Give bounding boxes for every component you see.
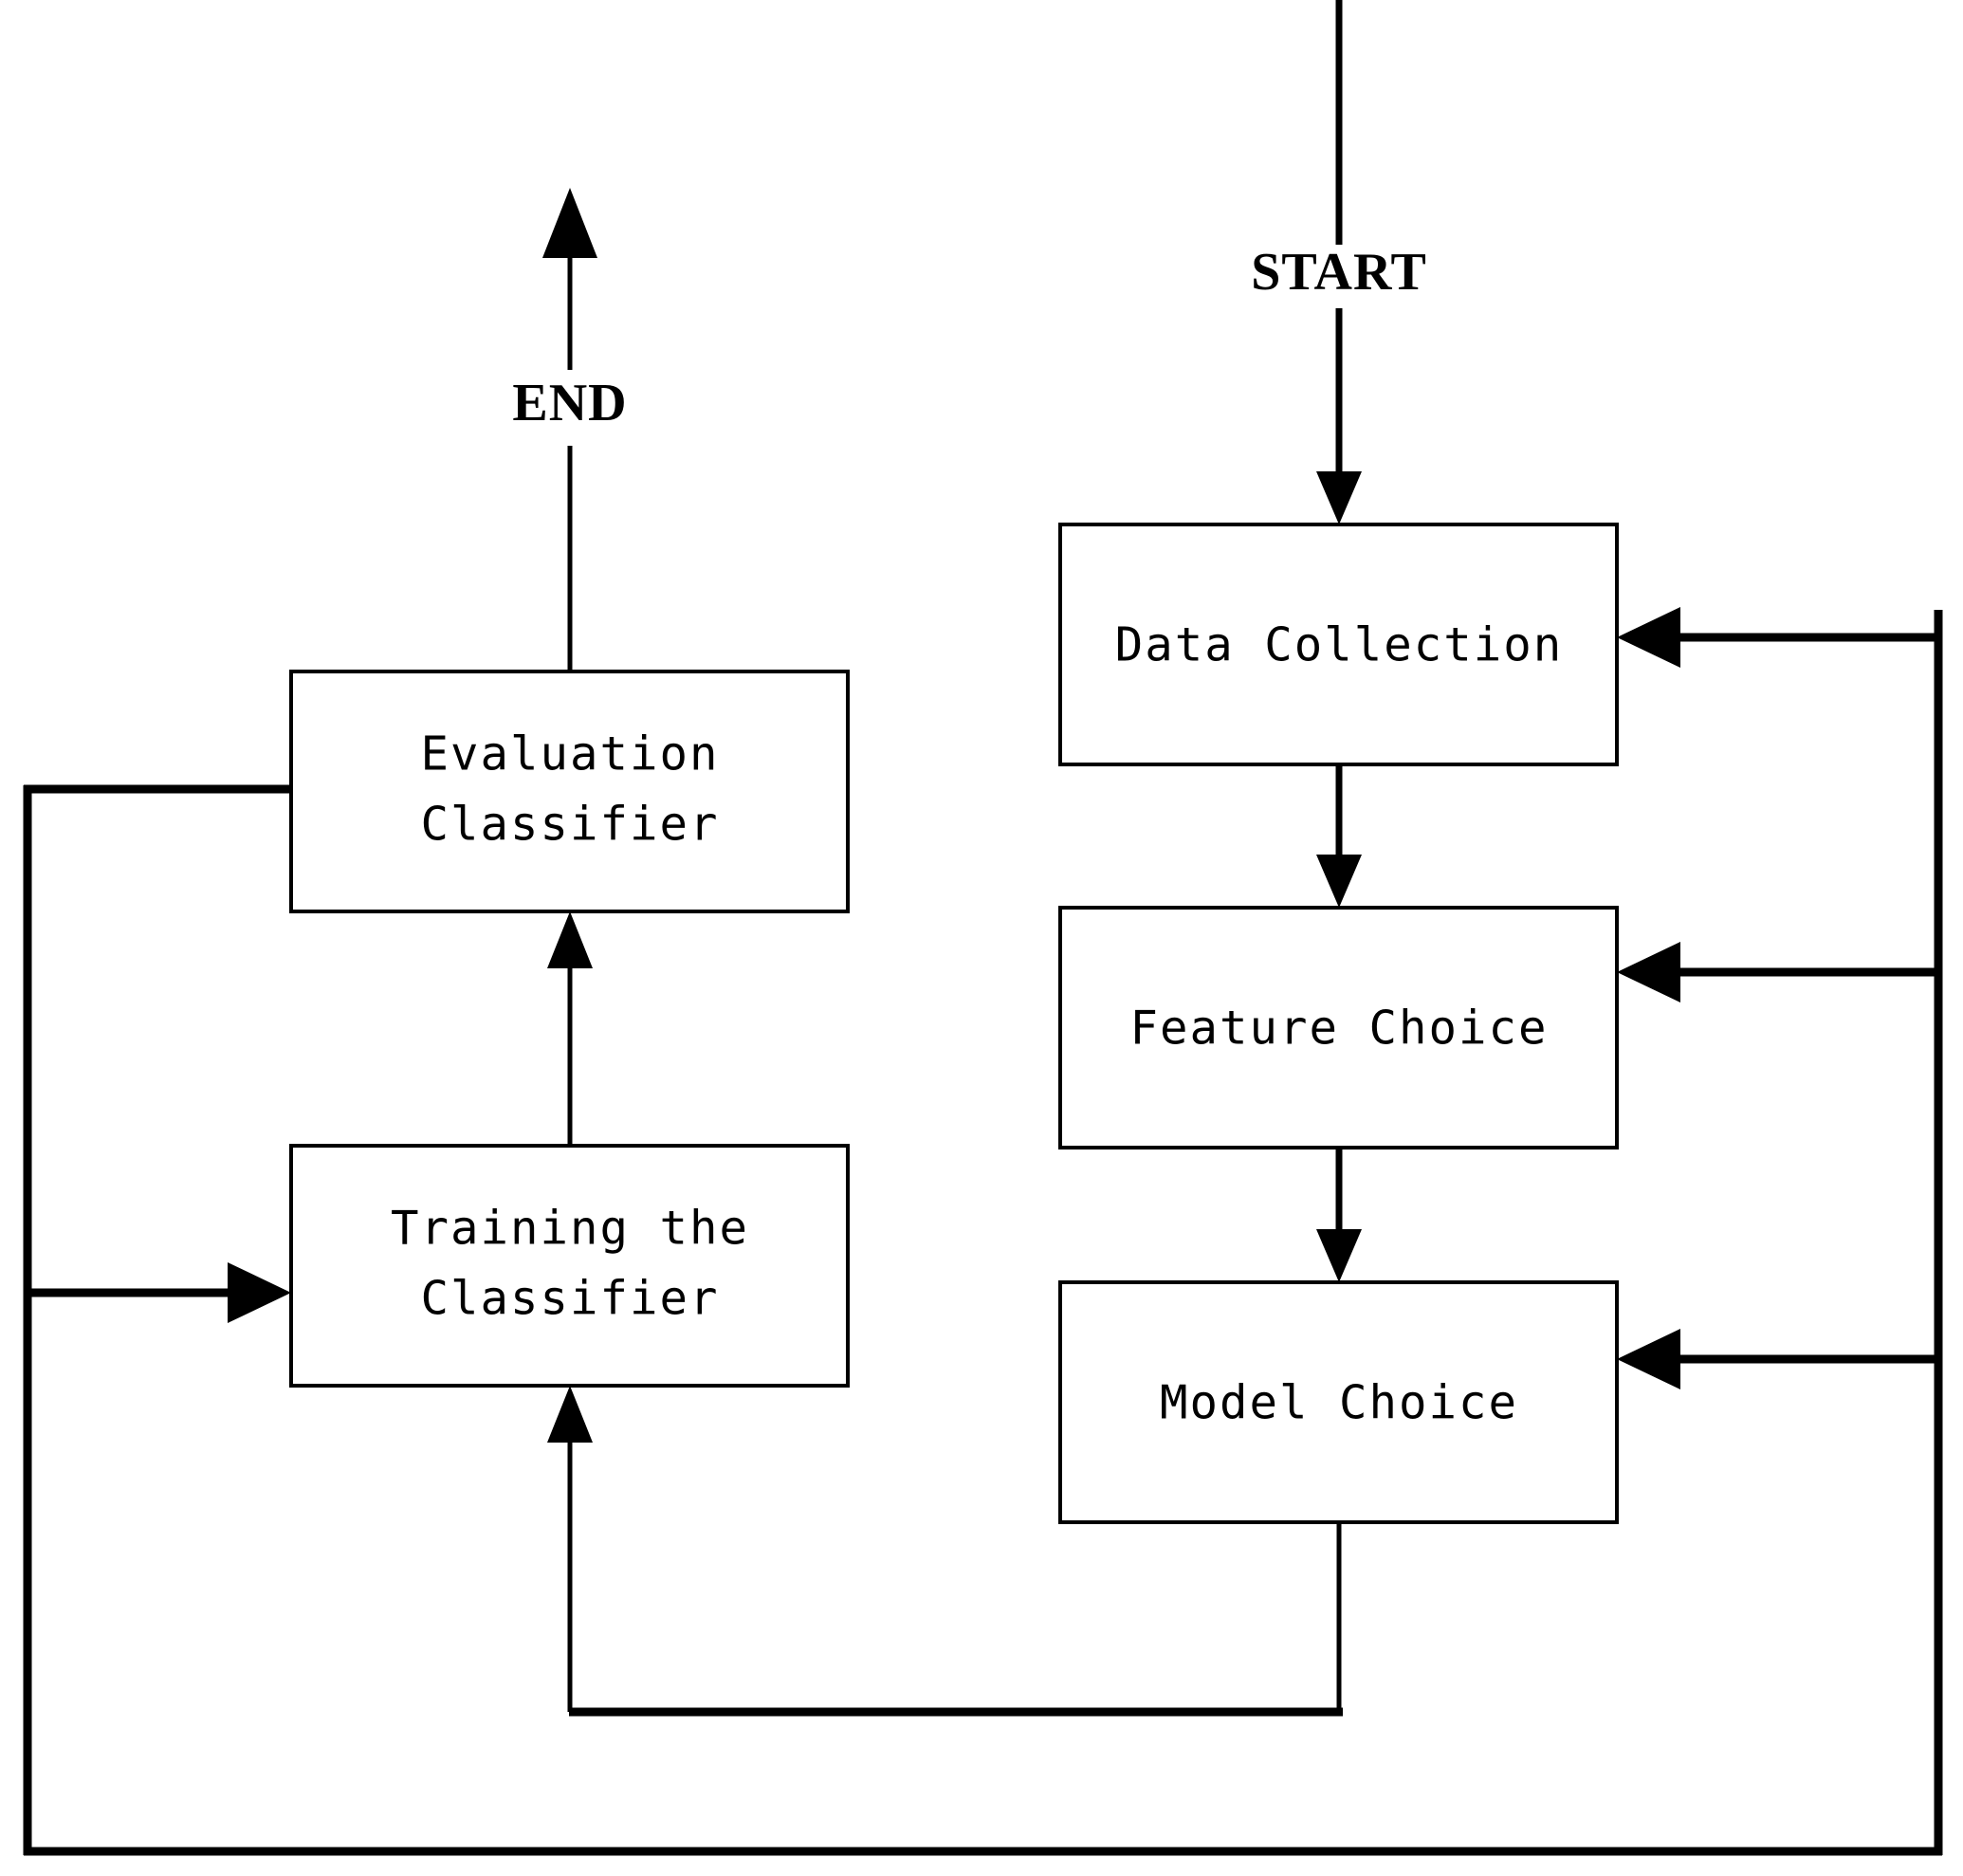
- training-the-classifier-box[interactable]: [289, 1144, 850, 1388]
- model-choice-label: Model Choice: [1160, 1376, 1518, 1430]
- model-choice-box[interactable]: [1058, 1280, 1619, 1524]
- edge-feature-choice-to-model-choice: [1316, 1148, 1362, 1282]
- data-collection-label: Data Collection: [1115, 618, 1564, 672]
- feature-choice-label: Feature Choice: [1129, 1002, 1548, 1056]
- edge-model-choice-to-training-classifier: [547, 1386, 1343, 1717]
- start-label: START: [1251, 243, 1427, 302]
- edge-training-to-evaluation: [547, 911, 593, 1146]
- edge-feedback-to-feature-choice: [1617, 942, 1942, 1002]
- edge-start-to-data-collection: [1316, 0, 1362, 524]
- evaluation-classifier-box[interactable]: [289, 670, 850, 913]
- training-the-classifier-label-line2: Classifier: [420, 1272, 719, 1326]
- edge-evaluation-to-end: [542, 188, 597, 671]
- evaluation-classifier-label-line1: Evaluation: [420, 727, 719, 782]
- node-evaluation-classifier[interactable]: Evaluation Classifier: [289, 670, 850, 913]
- edge-data-collection-to-feature-choice: [1316, 764, 1362, 908]
- feature-choice-box[interactable]: [1058, 906, 1619, 1150]
- data-collection-box[interactable]: [1058, 523, 1619, 766]
- evaluation-classifier-label-line2: Classifier: [420, 798, 719, 852]
- training-the-classifier-label-line1: Training the: [391, 1202, 749, 1256]
- edge-feedback-to-model-choice: [1617, 1329, 1942, 1389]
- edge-outer-feedback-rail: [24, 610, 1943, 1856]
- node-training-the-classifier[interactable]: Training the Classifier: [289, 1144, 850, 1388]
- edge-evaluation-feedback-to-training: [23, 784, 291, 1855]
- end-label: END: [512, 374, 627, 432]
- node-feature-choice[interactable]: Feature Choice: [1058, 906, 1619, 1150]
- edge-feedback-to-data-collection: [1617, 607, 1942, 668]
- node-data-collection[interactable]: Data Collection: [1058, 523, 1619, 766]
- node-model-choice[interactable]: Model Choice: [1058, 1280, 1619, 1524]
